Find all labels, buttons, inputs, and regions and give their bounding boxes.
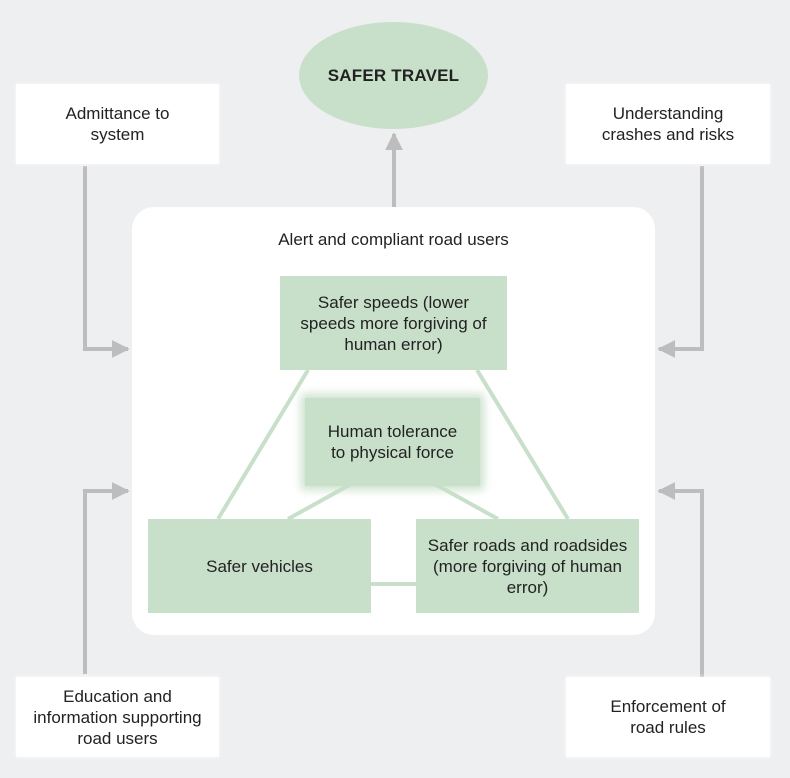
understanding-label: Understanding crashes and risks <box>601 104 735 144</box>
safer-roads-label: Safer roads and roadsides (more forgivin… <box>427 535 628 597</box>
enforcement-box: Enforcement of road rules <box>566 677 770 757</box>
admittance-box: Admittance to system <box>16 84 219 164</box>
panel-title: Alert and compliant road users <box>278 230 509 249</box>
link-speeds-roads <box>475 368 570 521</box>
safer-roads-box: Safer roads and roadsides (more forgivin… <box>416 519 639 613</box>
safer-speeds-box: Safer speeds (lower speeds more forgivin… <box>280 276 507 370</box>
safer-travel-goal: SAFER TRAVEL <box>299 22 488 129</box>
safer-speeds-label: Safer speeds (lower speeds more forgivin… <box>300 292 487 354</box>
understanding-box: Understanding crashes and risks <box>566 84 770 164</box>
arrow-education <box>83 482 130 674</box>
human-tolerance-label: Human tolerance to physical force <box>327 422 458 462</box>
safer-vehicles-label: Safer vehicles <box>206 556 313 576</box>
safer-vehicles-box: Safer vehicles <box>148 519 371 613</box>
education-box: Education and information supporting roa… <box>16 677 219 757</box>
arrow-enforcement <box>657 482 704 677</box>
arrow-admittance <box>83 166 130 358</box>
enforcement-label: Enforcement of road rules <box>610 697 726 737</box>
admittance-label: Admittance to system <box>65 104 170 144</box>
link-speeds-vehicles <box>216 368 310 521</box>
human-tolerance-box: Human tolerance to physical force <box>305 398 480 486</box>
education-label: Education and information supporting roa… <box>33 686 202 748</box>
goal-label: SAFER TRAVEL <box>327 65 460 85</box>
arrow-understanding <box>657 166 704 358</box>
